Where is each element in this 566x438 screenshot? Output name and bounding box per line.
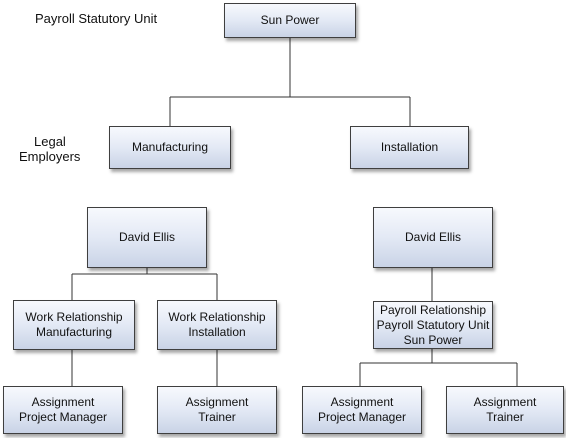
node-text-line: Trainer: [486, 410, 524, 424]
node-text-line: Assignment: [31, 395, 95, 409]
node-text-line: Work Relationship: [25, 310, 123, 324]
node-text-line: Project Manager: [18, 410, 108, 424]
node-text-line: Payroll Statutory Unit: [376, 317, 490, 332]
node-text: David Ellis: [119, 230, 175, 245]
node-david-ellis-right: David Ellis: [373, 207, 493, 268]
node-text-line: Trainer: [198, 410, 236, 424]
node-text: David Ellis: [405, 230, 461, 245]
node-text-line: Assignment: [473, 395, 537, 409]
legal-label-line1: Legal: [34, 134, 66, 149]
node-text-line: Work Relationship: [168, 310, 266, 324]
node-sun-power: Sun Power: [224, 3, 356, 38]
node-text-line: David Ellis: [404, 230, 461, 244]
node-text-line: Assignment: [185, 395, 249, 409]
node-text: Sun Power: [261, 13, 320, 28]
node-text-line: Payroll Relationship: [379, 302, 487, 317]
node-text-line: Manufacturing: [35, 325, 113, 339]
node-manufacturing: Manufacturing: [109, 126, 231, 169]
connector-sunpower-legal: [169, 38, 411, 126]
node-text: Installation: [381, 140, 438, 155]
node-text-line: Project Manager: [317, 410, 407, 424]
node-text-line: Installation: [380, 140, 439, 154]
node-text-line: Installation: [188, 325, 246, 339]
node-text: Manufacturing: [132, 140, 208, 155]
connector-payroll-assignments: [359, 349, 518, 386]
node-installation: Installation: [350, 126, 469, 169]
node-text-line: David Ellis: [118, 230, 175, 244]
node-text-line: Sun Power: [403, 332, 463, 347]
connector-david-left-wr: [71, 268, 218, 300]
node-text-line: Manufacturing: [131, 140, 209, 154]
legal-label-line2: Employers: [19, 149, 81, 164]
node-david-ellis-left: David Ellis: [87, 207, 207, 268]
payroll-statutory-unit-label: Payroll Statutory Unit: [35, 11, 158, 26]
node-text-line: Sun Power: [260, 13, 320, 27]
node-text-line: Assignment: [330, 395, 394, 409]
